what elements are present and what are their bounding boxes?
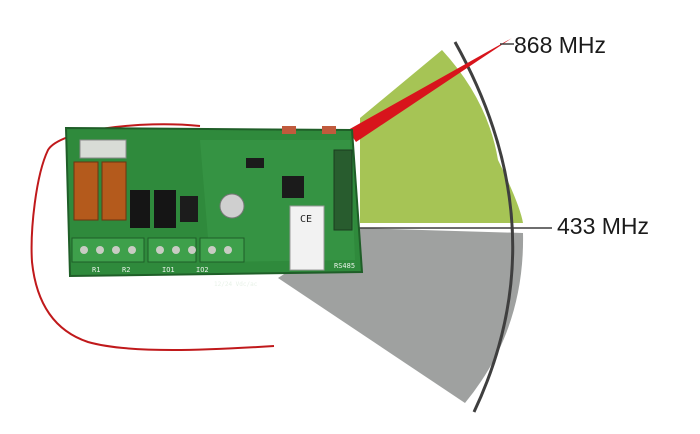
ic-chip-small xyxy=(246,158,264,168)
buzzer xyxy=(219,193,245,219)
coverage-sector-868 xyxy=(360,50,523,223)
rs485-label: RS485 xyxy=(334,262,355,270)
antenna-868 xyxy=(348,38,512,142)
microcontroller-chip xyxy=(282,176,304,198)
ce-mark: CE xyxy=(300,214,312,225)
terminal-label-io2: IO2 xyxy=(196,266,209,274)
capacitor-block-1 xyxy=(130,190,150,228)
pin-header xyxy=(333,149,353,231)
frequency-label-433: 433 MHz xyxy=(557,213,650,239)
relay-1 xyxy=(73,161,99,221)
relay-2 xyxy=(101,161,127,221)
power-label: 12/24 Vdc/ac xyxy=(214,281,258,288)
terminal-block-right xyxy=(199,237,245,263)
terminal-label-r2: R2 xyxy=(122,266,130,274)
frequency-label-868: 868 MHz xyxy=(514,32,607,58)
capacitor-block-2 xyxy=(154,190,176,228)
pcb-board: CE R1 R2 IO1 IO2 12/24 Vdc/ac RS485 xyxy=(64,126,364,288)
terminal-label-r1: R1 xyxy=(92,266,100,274)
ce-module-sticker xyxy=(289,205,325,271)
terminal-label-io1: IO1 xyxy=(162,266,175,274)
